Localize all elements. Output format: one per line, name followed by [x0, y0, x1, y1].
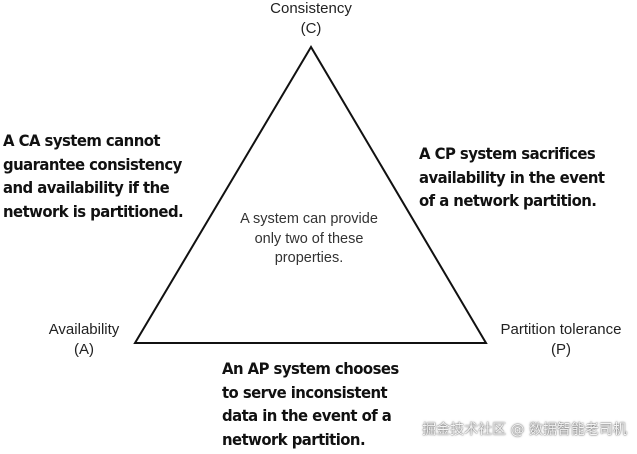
callout-line: A CA system cannot: [3, 131, 161, 150]
vertex-partition-tolerance-abbr: (P): [551, 341, 571, 358]
callout-line: to serve inconsistent: [222, 382, 388, 402]
callout-line: A CP system sacrifices: [419, 144, 596, 163]
center-line: properties.: [274, 250, 344, 266]
callout-line: network partition.: [222, 429, 366, 449]
center-description: A system can provide only two of these p…: [219, 210, 399, 269]
vertex-partition-tolerance-label: Partition tolerance (P): [486, 320, 636, 360]
callout-line: network is partitioned.: [3, 201, 184, 221]
callout-ca-system: A CA system cannot guarantee consistency…: [3, 129, 184, 223]
callout-line: guarantee consistency: [3, 154, 182, 174]
vertex-consistency-abbr: (C): [300, 20, 322, 37]
callout-line: data in the event of a: [222, 406, 392, 425]
center-line: only two of these: [254, 230, 364, 247]
vertex-consistency-name: Consistency: [270, 0, 352, 17]
vertex-consistency-label: Consistency (C): [251, 0, 371, 39]
center-line: A system can provide: [240, 211, 378, 227]
callout-line: of a network partition.: [419, 191, 597, 210]
cap-triangle: [133, 45, 488, 344]
vertex-partition-tolerance-name: Partition tolerance: [500, 321, 622, 338]
callout-cp-system: A CP system sacrifices availability in t…: [419, 142, 605, 213]
callout-line: and availability if the: [3, 178, 170, 197]
vertex-availability-name: Availability: [48, 321, 120, 338]
callout-line: availability in the event: [419, 167, 605, 187]
vertex-availability-label: Availability (A): [24, 320, 144, 360]
callout-line: An AP system chooses: [222, 359, 399, 378]
callout-ap-system: An AP system chooses to serve inconsiste…: [222, 357, 399, 451]
watermark: 掘金技术社区 @ 数据智能老司机: [422, 422, 627, 438]
vertex-availability-abbr: (A): [74, 341, 94, 358]
